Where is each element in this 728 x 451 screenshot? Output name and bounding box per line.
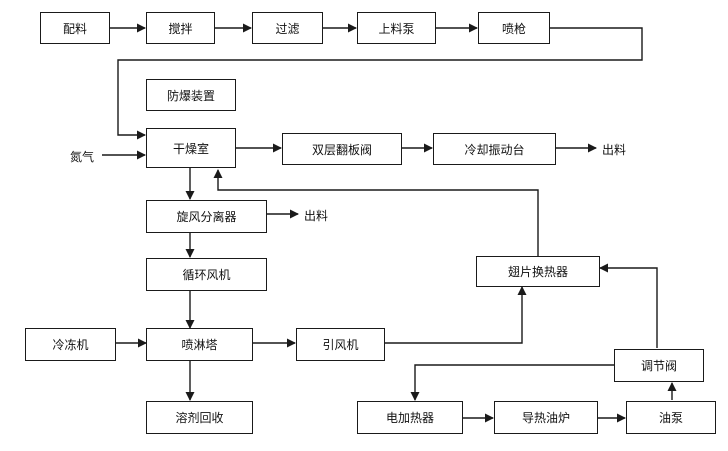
edge-chipian-ganzaoshi <box>213 169 539 256</box>
node-fangbao-label: 防爆装置 <box>166 88 215 103</box>
node-shuangceng: 双层翻板阀 <box>282 133 402 165</box>
node-yinfeng: 引风机 <box>296 328 385 361</box>
node-lengque-label: 冷却振动台 <box>464 142 525 157</box>
edge-tiaojiefa-chipian <box>599 263 658 348</box>
node-dianjia-label: 电加热器 <box>385 411 434 425</box>
node-shangliaobeng-label: 上料泵 <box>378 21 415 36</box>
node-shangliaobeng: 上料泵 <box>357 12 436 44</box>
node-penlin-label: 喷淋塔 <box>181 338 218 352</box>
node-jiaoban-label: 搅拌 <box>168 21 193 36</box>
node-daore-label: 导热油炉 <box>521 411 570 425</box>
node-youbeng: 油泵 <box>626 401 716 434</box>
node-lengque: 冷却振动台 <box>433 133 556 165</box>
node-peiliao-label: 配料 <box>62 21 87 36</box>
label-danqi: 氮气 <box>70 150 95 164</box>
node-xuanfeng: 旋风分离器 <box>146 200 267 233</box>
node-chipian-label: 翅片换热器 <box>507 265 568 279</box>
node-penqiang: 喷枪 <box>478 12 550 44</box>
node-peiliao: 配料 <box>40 12 110 44</box>
node-jiaoban: 搅拌 <box>146 12 215 44</box>
node-ganzaoshi-label: 干燥室 <box>172 141 209 156</box>
node-penqiang-label: 喷枪 <box>501 21 526 36</box>
node-youbeng-label: 油泵 <box>658 411 683 425</box>
node-xunhuan: 循环风机 <box>146 258 267 291</box>
node-penlin: 喷淋塔 <box>146 328 253 361</box>
node-daore: 导热油炉 <box>494 401 598 434</box>
label-chuliao-right: 出料 <box>602 143 627 157</box>
node-tiaojiefa-label: 调节阀 <box>640 359 677 373</box>
label-chuliao-cyclone: 出料 <box>304 209 329 223</box>
edge-yinfeng-chipian <box>385 286 527 344</box>
node-guolv-label: 过滤 <box>275 21 300 36</box>
node-lengdong-label: 冷冻机 <box>52 338 89 352</box>
node-yinfeng-label: 引风机 <box>322 338 359 352</box>
node-chipian: 翅片换热器 <box>476 256 600 287</box>
node-fangbao: 防爆装置 <box>146 79 236 111</box>
node-guolv: 过滤 <box>252 12 323 44</box>
node-ganzaoshi: 干燥室 <box>146 128 236 168</box>
node-tiaojiefa: 调节阀 <box>614 349 704 382</box>
node-rongji: 溶剂回收 <box>146 401 253 434</box>
node-xunhuan-label: 循环风机 <box>182 268 231 282</box>
node-dianjia: 电加热器 <box>357 401 463 434</box>
node-xuanfeng-label: 旋风分离器 <box>176 210 237 224</box>
node-rongji-label: 溶剂回收 <box>175 411 224 425</box>
node-lengdong: 冷冻机 <box>25 328 116 361</box>
edge-penqiang-ganzaoshi <box>117 27 643 140</box>
edge-tiaojiefa-dianjia <box>410 364 614 401</box>
node-shuangceng-label: 双层翻板阀 <box>311 142 372 157</box>
